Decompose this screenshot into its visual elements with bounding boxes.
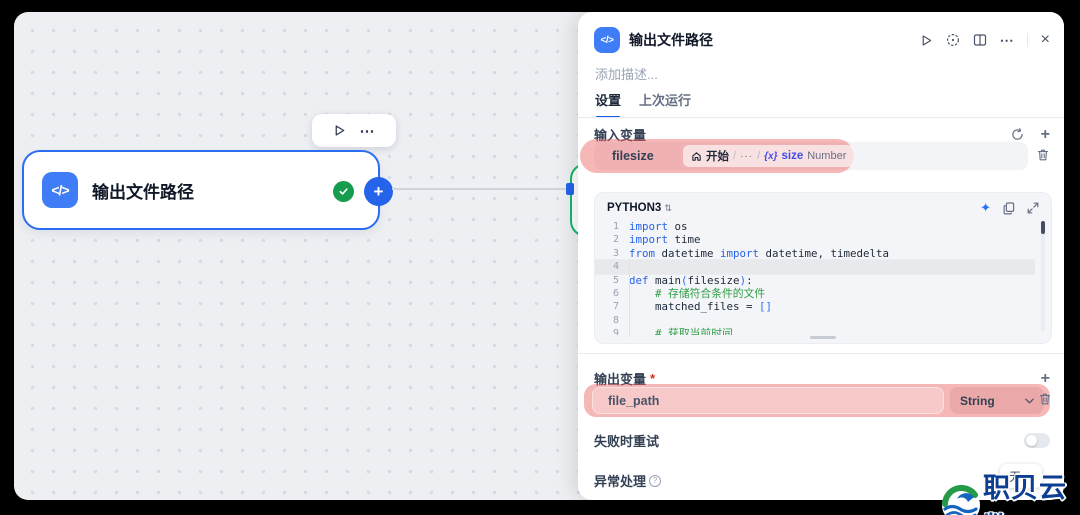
more-icon[interactable]: ⋯ (999, 32, 1014, 48)
success-check-icon (333, 181, 354, 202)
chip-node-name: 开始 (706, 151, 729, 163)
expand-icon[interactable] (1027, 202, 1039, 214)
code-resize-handle[interactable] (810, 336, 836, 339)
divider (1026, 33, 1028, 47)
node-config-panel: </> 输出文件路径 ⋯ × 添加描述... 设置 上次运行 (578, 12, 1064, 500)
output-variables-label: 输出变量 (594, 372, 647, 387)
required-mark: * (650, 371, 656, 386)
error-handling-label: 异常处理 (594, 474, 647, 489)
edge-target-handle (566, 183, 574, 195)
output-type-select[interactable]: String (950, 387, 1044, 414)
tabs-divider (578, 117, 1064, 118)
chip-separator: / (757, 150, 761, 162)
code-node-icon: </> (42, 172, 78, 208)
error-handling-row: 异常处理 ? 无 (594, 464, 1050, 490)
tab-settings[interactable]: 设置 (595, 90, 621, 118)
copy-icon[interactable] (1003, 201, 1015, 215)
language-selector[interactable]: PYTHON3 (607, 202, 662, 214)
home-icon (691, 151, 702, 162)
code-line: 6 # 存储符合条件的文件 (612, 286, 766, 300)
run-icon[interactable] (920, 34, 933, 47)
code-line: 8 (612, 314, 619, 326)
node-hover-toolbar: ⋯ (312, 114, 396, 147)
panel-title: 输出文件路径 (629, 32, 713, 48)
help-icon[interactable] (946, 33, 960, 47)
output-variables-section: 输出变量 * + (594, 369, 1050, 388)
indent-guide (629, 259, 630, 337)
delete-input-variable-icon[interactable] (1036, 148, 1050, 162)
watermark: 职贝云数 (941, 466, 1080, 515)
code-line: 4 (595, 260, 1035, 274)
input-variable-row: filesize 开始 / ··· / {x} size Number (580, 139, 1050, 173)
watermark-logo-icon (941, 485, 981, 515)
ai-generate-icon[interactable]: ✦ (980, 200, 991, 215)
retry-label: 失败时重试 (594, 434, 660, 449)
watermark-text: 职贝云数 (983, 473, 1067, 515)
split-view-icon[interactable] (973, 33, 987, 47)
section-divider (578, 353, 1064, 354)
variable-reference-chip[interactable]: 开始 / ··· / {x} size Number (683, 145, 855, 167)
code-line: 9 # 获取当前时间 (612, 327, 733, 335)
close-icon[interactable]: × (1040, 31, 1050, 48)
panel-tabs: 设置 上次运行 (595, 90, 691, 118)
chevron-down-icon (1025, 398, 1034, 404)
code-editor-header: PYTHON3 ⇅ ✦ (607, 200, 1039, 216)
chip-ellipsis: ··· (740, 150, 754, 162)
output-variable-name[interactable]: file_path (608, 394, 660, 408)
add-input-variable-button[interactable]: + (1040, 125, 1050, 143)
add-next-node-button[interactable]: + (364, 177, 393, 206)
node-title: 输出文件路径 (92, 182, 194, 202)
chip-variable-name: size (781, 150, 804, 162)
retry-on-failure-row: 失败时重试 (594, 431, 1050, 450)
code-scrollbar-track[interactable] (1041, 221, 1045, 331)
code-line: 7 matched_files = [] (612, 300, 773, 314)
chip-separator: / (733, 150, 737, 162)
language-chevron-icon: ⇅ (664, 202, 672, 213)
refresh-icon[interactable] (1011, 128, 1024, 141)
add-output-variable-button[interactable]: + (1040, 369, 1050, 387)
app-window: ⋯ </> 输出文件路径 + </> 输出文件路径 (14, 12, 1064, 500)
panel-header: </> 输出文件路径 ⋯ × (594, 26, 1050, 54)
toggle-knob (1026, 435, 1037, 446)
delete-output-variable-icon[interactable] (1038, 392, 1052, 406)
input-variable-name[interactable]: filesize (612, 149, 654, 163)
error-handling-select[interactable]: 无 (1000, 464, 1042, 488)
run-node-icon[interactable] (333, 124, 346, 137)
output-variable-field[interactable] (592, 387, 944, 414)
workflow-node-code[interactable]: </> 输出文件路径 + (22, 150, 393, 230)
node-more-icon[interactable]: ⋯ (359, 122, 376, 140)
output-type-value: String (960, 393, 995, 408)
code-node-icon: </> (594, 27, 620, 53)
error-handling-value: 无 (1008, 469, 1021, 484)
highlight-annotation (584, 384, 1050, 417)
input-variables-label: 输入变量 (594, 128, 647, 143)
retry-toggle[interactable] (1024, 433, 1050, 448)
input-variables-section: 输入变量 + (594, 125, 1050, 144)
connection-edge (392, 188, 568, 190)
description-input[interactable]: 添加描述... (595, 67, 658, 82)
variable-icon: {x} (764, 150, 778, 162)
code-scrollbar-thumb[interactable] (1041, 221, 1045, 234)
output-variable-row: file_path String (584, 384, 1052, 417)
info-icon: ? (649, 474, 662, 487)
tab-last-run[interactable]: 上次运行 (639, 93, 692, 108)
chip-variable-type: Number (807, 150, 847, 162)
